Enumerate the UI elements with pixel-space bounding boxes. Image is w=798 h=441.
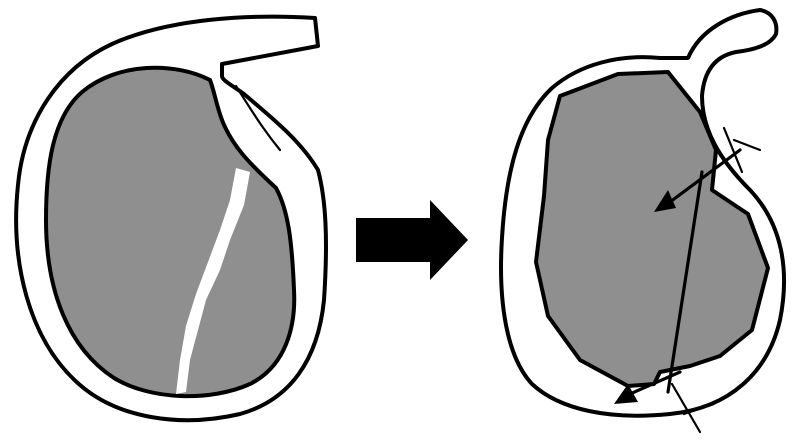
arrow-right-icon	[356, 200, 468, 280]
cavity-after	[536, 72, 768, 386]
panel-before	[16, 17, 326, 420]
panel-after	[501, 10, 784, 432]
